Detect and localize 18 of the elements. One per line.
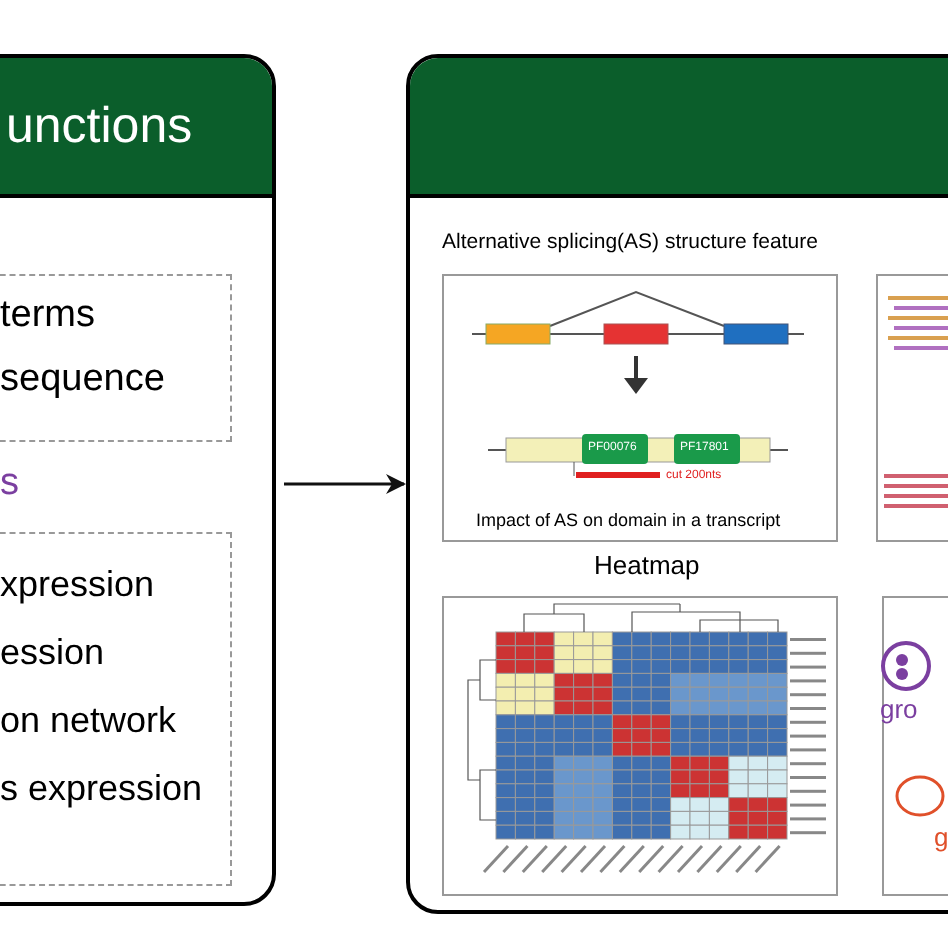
section-heading: s <box>0 460 19 508</box>
figure-caption: Impact of AS on domain in a transcript <box>476 510 781 533</box>
list-item: ession <box>0 630 105 675</box>
panel <box>406 54 948 914</box>
list-item: s expression <box>0 766 203 811</box>
figure-title: Alternative splicing(AS) structure feature <box>442 230 818 257</box>
list-item: sequence <box>0 356 165 404</box>
panel <box>0 54 276 906</box>
list-item: on network <box>0 698 177 743</box>
figure-title: Heatmap <box>594 550 700 583</box>
group-label: gro <box>880 694 918 727</box>
panel-heading: unctions <box>6 96 193 158</box>
list-item: terms <box>0 292 95 340</box>
list-item: xpression <box>0 562 155 607</box>
figure-box <box>876 274 948 542</box>
group-label: g <box>934 822 948 855</box>
arrow <box>284 474 406 494</box>
dashed-box <box>0 274 232 442</box>
